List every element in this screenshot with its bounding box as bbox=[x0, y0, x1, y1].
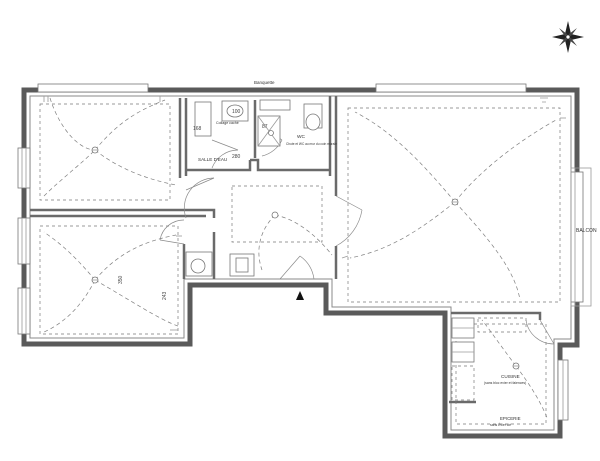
dim-100: 100 bbox=[232, 109, 241, 115]
balcony bbox=[570, 167, 592, 307]
salle-deau-label: SALLE D'EAU bbox=[198, 157, 227, 162]
light-bedroom-bottom bbox=[91, 276, 99, 284]
wc-note: Chute et WC au mur du coin murale bbox=[286, 142, 337, 146]
light-bedroom-top bbox=[91, 146, 99, 154]
light-bath bbox=[268, 130, 274, 136]
room-outlines bbox=[39, 103, 561, 425]
kitchen-fixtures bbox=[451, 317, 527, 401]
collage-label: Collage caché bbox=[216, 121, 239, 125]
epicerie-note: sans Évier clé bbox=[490, 422, 511, 427]
interior-walls bbox=[30, 96, 542, 404]
ceiling-lights bbox=[91, 130, 520, 370]
entrance-arrow-icon bbox=[296, 291, 304, 300]
epicerie-label: EPICERIE bbox=[500, 416, 521, 421]
bathroom-fixtures bbox=[185, 99, 323, 277]
cuisine-label: CUISINE bbox=[501, 374, 520, 379]
light-living bbox=[451, 198, 459, 206]
light-kitchen bbox=[512, 362, 520, 370]
light-hall bbox=[271, 211, 279, 219]
windows bbox=[17, 83, 584, 421]
dim-243: 243 bbox=[162, 291, 168, 300]
dim-280: 280 bbox=[232, 154, 241, 160]
dim-168: 168 bbox=[193, 126, 202, 132]
wc-label: WC bbox=[297, 134, 306, 140]
banquette-label: Banquette bbox=[254, 80, 275, 85]
compass-rose-icon bbox=[552, 21, 584, 53]
dim-350: 350 bbox=[118, 275, 124, 284]
outer-walls bbox=[21, 87, 580, 439]
balcony-label: BALCON bbox=[576, 228, 597, 234]
cuisine-note: (sans bloc evier et faiences) bbox=[484, 381, 526, 385]
electrical-wiring bbox=[43, 97, 557, 421]
dim-87: 87 bbox=[262, 124, 268, 130]
outlets bbox=[43, 96, 566, 331]
